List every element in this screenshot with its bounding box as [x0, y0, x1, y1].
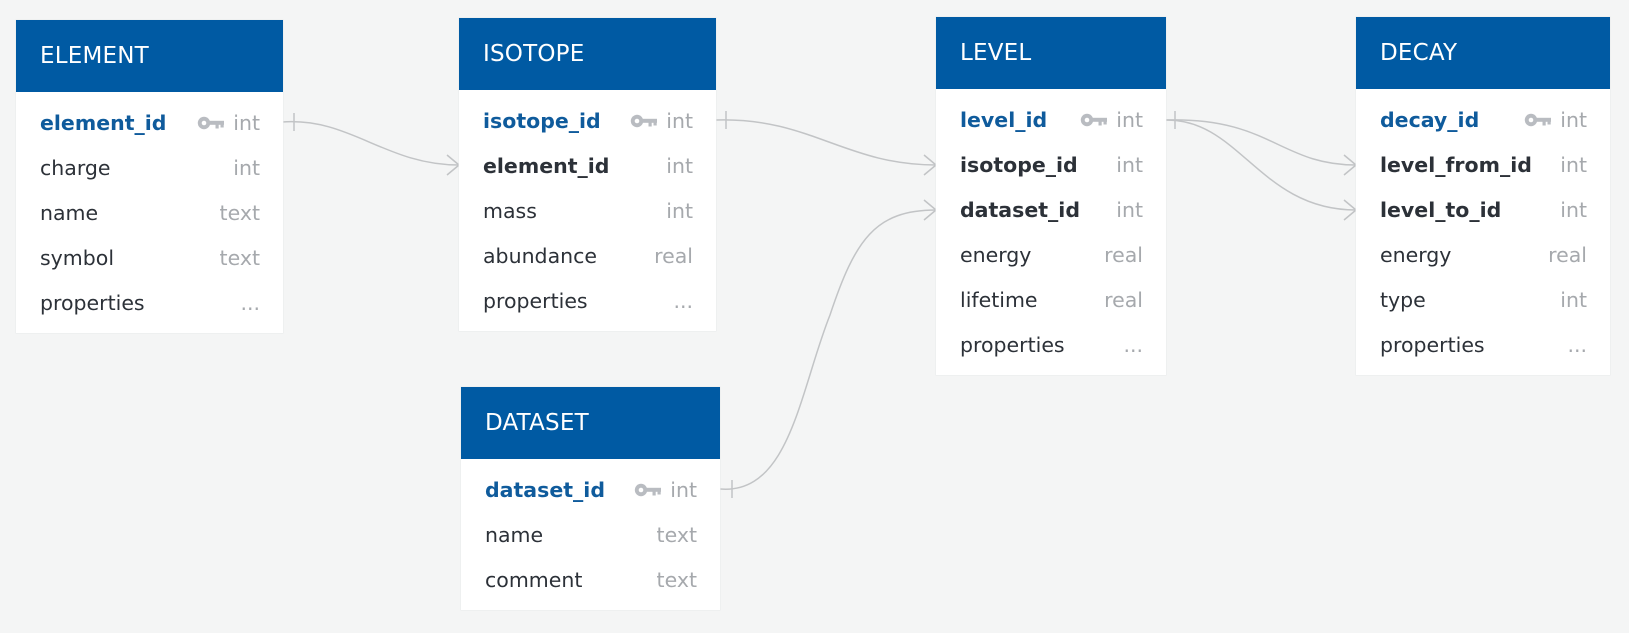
field-type: int — [233, 110, 260, 135]
field-row-name[interactable]: name text — [461, 512, 720, 557]
field-row-mass[interactable]: mass int — [459, 188, 716, 233]
field-row-charge[interactable]: charge int — [16, 145, 283, 190]
field-name: isotope_id — [483, 108, 601, 133]
field-row-properties[interactable]: properties ... — [1356, 322, 1610, 367]
field-name: level_to_id — [1380, 197, 1502, 222]
table-title: DATASET — [461, 387, 720, 459]
field-type: int — [233, 155, 260, 180]
field-type: int — [1560, 287, 1587, 312]
field-type: int — [1116, 107, 1143, 132]
field-name: element_id — [40, 110, 167, 135]
relationship-isotope-level — [715, 111, 937, 176]
field-row-level-to-id[interactable]: level_to_id int — [1356, 187, 1610, 232]
field-row-comment[interactable]: comment text — [461, 557, 720, 602]
field-name: name — [485, 522, 544, 547]
table-dataset[interactable]: DATASET dataset_id int name text comment… — [461, 387, 720, 610]
relationship-level-decay-to — [1165, 119, 1357, 221]
field-row-properties[interactable]: properties ... — [936, 322, 1166, 367]
field-name: element_id — [483, 153, 610, 178]
field-row-isotope-id[interactable]: isotope_id int — [936, 142, 1166, 187]
field-row-element-id[interactable]: element_id int — [16, 100, 283, 145]
field-name: mass — [483, 198, 537, 223]
field-type: real — [1548, 242, 1587, 267]
table-title: ELEMENT — [16, 20, 283, 92]
relationship-element-isotope — [281, 113, 460, 176]
field-name: decay_id — [1380, 107, 1480, 132]
relationship-dataset-level — [719, 199, 937, 498]
field-type: text — [656, 522, 697, 547]
field-name: properties — [483, 288, 588, 313]
table-title: ISOTOPE — [459, 18, 716, 90]
field-type: int — [1560, 107, 1587, 132]
field-type: ... — [1123, 332, 1143, 357]
field-row-level-from-id[interactable]: level_from_id int — [1356, 142, 1610, 187]
table-title: LEVEL — [936, 17, 1166, 89]
field-name: abundance — [483, 243, 598, 268]
field-name: properties — [1380, 332, 1485, 357]
table-title: DECAY — [1356, 17, 1610, 89]
field-name: properties — [40, 290, 145, 315]
field-name: level_from_id — [1380, 152, 1532, 177]
field-row-properties[interactable]: properties ... — [459, 278, 716, 323]
field-name: dataset_id — [485, 477, 605, 502]
field-type: ... — [673, 288, 693, 313]
field-name: isotope_id — [960, 152, 1078, 177]
field-row-isotope-id[interactable]: isotope_id int — [459, 98, 716, 143]
field-row-level-id[interactable]: level_id int — [936, 97, 1166, 142]
field-name: energy — [1380, 242, 1452, 267]
field-row-lifetime[interactable]: lifetime real — [936, 277, 1166, 322]
table-element[interactable]: ELEMENT element_id int charge int name t… — [16, 20, 283, 333]
field-type: int — [1560, 152, 1587, 177]
field-name: comment — [485, 567, 583, 592]
field-row-symbol[interactable]: symbol text — [16, 235, 283, 280]
field-type: real — [1104, 242, 1143, 267]
field-name: charge — [40, 155, 111, 180]
field-type: int — [670, 477, 697, 502]
field-row-abundance[interactable]: abundance real — [459, 233, 716, 278]
field-type: ... — [240, 290, 260, 315]
field-type: text — [219, 245, 260, 270]
table-isotope[interactable]: ISOTOPE isotope_id int element_id int ma… — [459, 18, 716, 331]
key-icon — [1080, 113, 1108, 127]
field-type: int — [1116, 152, 1143, 177]
field-name: level_id — [960, 107, 1048, 132]
field-name: type — [1380, 287, 1426, 312]
field-row-dataset-id[interactable]: dataset_id int — [936, 187, 1166, 232]
field-row-type[interactable]: type int — [1356, 277, 1610, 322]
field-name: name — [40, 200, 99, 225]
key-icon — [1524, 113, 1552, 127]
field-row-energy[interactable]: energy real — [1356, 232, 1610, 277]
field-type: int — [666, 108, 693, 133]
field-type: text — [219, 200, 260, 225]
field-type: int — [1560, 197, 1587, 222]
field-type: text — [656, 567, 697, 592]
field-type: int — [666, 153, 693, 178]
table-decay[interactable]: DECAY decay_id int level_from_id int lev… — [1356, 17, 1610, 375]
field-type: real — [1104, 287, 1143, 312]
key-icon — [630, 114, 658, 128]
field-row-energy[interactable]: energy real — [936, 232, 1166, 277]
field-name: symbol — [40, 245, 115, 270]
table-level[interactable]: LEVEL level_id int isotope_id int datase… — [936, 17, 1166, 375]
field-type: int — [666, 198, 693, 223]
field-row-name[interactable]: name text — [16, 190, 283, 235]
field-row-decay-id[interactable]: decay_id int — [1356, 97, 1610, 142]
field-type: int — [1116, 197, 1143, 222]
key-icon — [634, 483, 662, 497]
field-row-element-id[interactable]: element_id int — [459, 143, 716, 188]
field-type: ... — [1567, 332, 1587, 357]
field-type: real — [654, 243, 693, 268]
field-row-dataset-id[interactable]: dataset_id int — [461, 467, 720, 512]
field-name: properties — [960, 332, 1065, 357]
field-row-properties[interactable]: properties ... — [16, 280, 283, 325]
field-name: lifetime — [960, 287, 1038, 312]
field-name: energy — [960, 242, 1032, 267]
field-name: dataset_id — [960, 197, 1080, 222]
relationship-level-decay-from — [1165, 111, 1357, 176]
key-icon — [197, 116, 225, 130]
